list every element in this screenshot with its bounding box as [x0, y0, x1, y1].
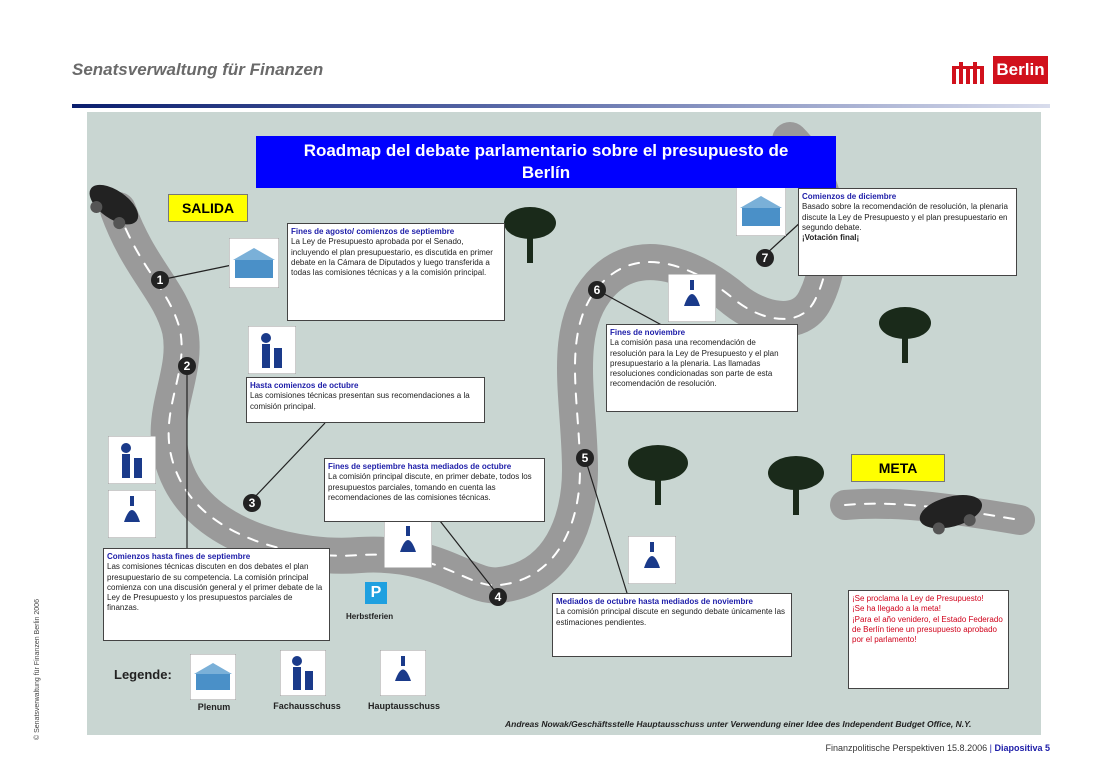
step-5: 5: [576, 449, 594, 467]
step-7-final-vote: ¡Votación final¡: [802, 233, 860, 243]
step-2: 2: [178, 357, 196, 375]
hauptausschuss-bell-icon: [627, 535, 677, 589]
salida-tag: SALIDA: [168, 194, 248, 222]
legend-plenum-label: Plenum: [197, 702, 231, 712]
step-3-box: Hasta comienzos de octubre Las comisione…: [246, 377, 485, 423]
car-icons: [89, 184, 983, 535]
legend-hauptausschuss-icon: [379, 649, 427, 701]
step-4-text: La comisión principal discute, en primer…: [328, 472, 532, 502]
roadmap-title: Roadmap del debate parlamentario sobre e…: [256, 136, 836, 188]
step-6-box: Fines de noviembre La comisión pasa una …: [606, 324, 798, 412]
title-line-2: Berlín: [521, 163, 571, 182]
step-6-heading: Fines de noviembre: [610, 328, 686, 337]
plenum-building-icon: [228, 237, 280, 293]
step-3: 3: [243, 494, 261, 512]
step-5-text: La comisión principal discute en segundo…: [556, 607, 786, 627]
tree-icons: [504, 207, 931, 515]
step-6-text: La comisión pasa una recomendación de re…: [610, 338, 779, 389]
step-5-box: Mediados de octubre hasta mediados de no…: [552, 593, 792, 657]
parking-sign: P: [365, 582, 387, 604]
title-line-1: Roadmap del debate parlamentario sobre e…: [303, 141, 789, 160]
step-4-heading: Fines de septiembre hasta mediados de oc…: [328, 462, 512, 471]
step-5-heading: Mediados de octubre hasta mediados de no…: [556, 597, 753, 606]
legend-title: Legende:: [114, 667, 172, 682]
berlin-bear-icon: [952, 62, 984, 84]
step-7-box: Comienzos de diciembre Basado sobre la r…: [798, 188, 1017, 276]
fachausschuss-people-icon: [247, 325, 297, 379]
berlin-logo-text: Berlin: [993, 56, 1048, 84]
step-7: 7: [756, 249, 774, 267]
header-rule: [72, 104, 1050, 108]
step-4: 4: [489, 588, 507, 606]
step-7-text: Basado sobre la recomendación de resoluc…: [802, 202, 1008, 232]
legend-plenum-icon: [189, 653, 237, 705]
step-3-heading: Hasta comienzos de octubre: [250, 381, 359, 390]
step-1-text: La Ley de Presupuesto aprobada por el Se…: [291, 237, 493, 278]
slide-number: Diapositiva 5: [994, 743, 1050, 753]
step-2-heading: Comienzos hasta fines de septiembre: [107, 552, 251, 561]
legend-fachausschuss-label: Fachausschuss: [273, 701, 341, 711]
step-1: 1: [151, 271, 169, 289]
footer-text: Finanzpolitische Perspektiven 15.8.2006: [825, 743, 988, 753]
meta-tag: META: [851, 454, 945, 482]
plenum-building-icon: [735, 185, 787, 241]
berlin-logo: Berlin: [950, 56, 1050, 86]
meta-line-1: ¡Se proclama la Ley de Presupuesto!: [852, 594, 984, 603]
meta-box: ¡Se proclama la Ley de Presupuesto! ¡Se …: [848, 590, 1009, 689]
step-2-box: Comienzos hasta fines de septiembre Las …: [103, 548, 330, 641]
step-7-heading: Comienzos de diciembre: [802, 192, 897, 201]
footer-separator: |: [989, 743, 992, 753]
legend-hauptausschuss-label: Hauptausschuss: [367, 701, 441, 711]
step-1-box: Fines de agosto/ comienzos de septiembre…: [287, 223, 505, 321]
step-4-box: Fines de septiembre hasta mediados de oc…: [324, 458, 545, 522]
footer: Finanzpolitische Perspektiven 15.8.2006 …: [825, 743, 1050, 753]
header-title: Senatsverwaltung für Finanzen: [72, 60, 324, 79]
step-2-text: Las comisiones técnicas discuten en dos …: [107, 562, 323, 613]
hauptausschuss-bell-icon: [667, 273, 717, 327]
legend-fachausschuss-icon: [279, 649, 327, 701]
hauptausschuss-bell-icon: [383, 519, 433, 573]
step-1-heading: Fines de agosto/ comienzos de septiembre: [291, 227, 455, 236]
fachausschuss-people-icon: [107, 435, 157, 489]
step-3-text: Las comisiones técnicas presentan sus re…: [250, 391, 470, 411]
meta-line-2: ¡Se ha llegado a la meta!: [852, 604, 941, 614]
herbstferien-label: Herbstferien: [346, 612, 394, 621]
step-6: 6: [588, 281, 606, 299]
hauptausschuss-bell-icon: [107, 489, 157, 543]
credit-line: Andreas Nowak/Geschäftsstelle Hauptaussc…: [505, 719, 972, 729]
meta-line-3: ¡Para el año venidero, el Estado Federad…: [852, 614, 1003, 645]
